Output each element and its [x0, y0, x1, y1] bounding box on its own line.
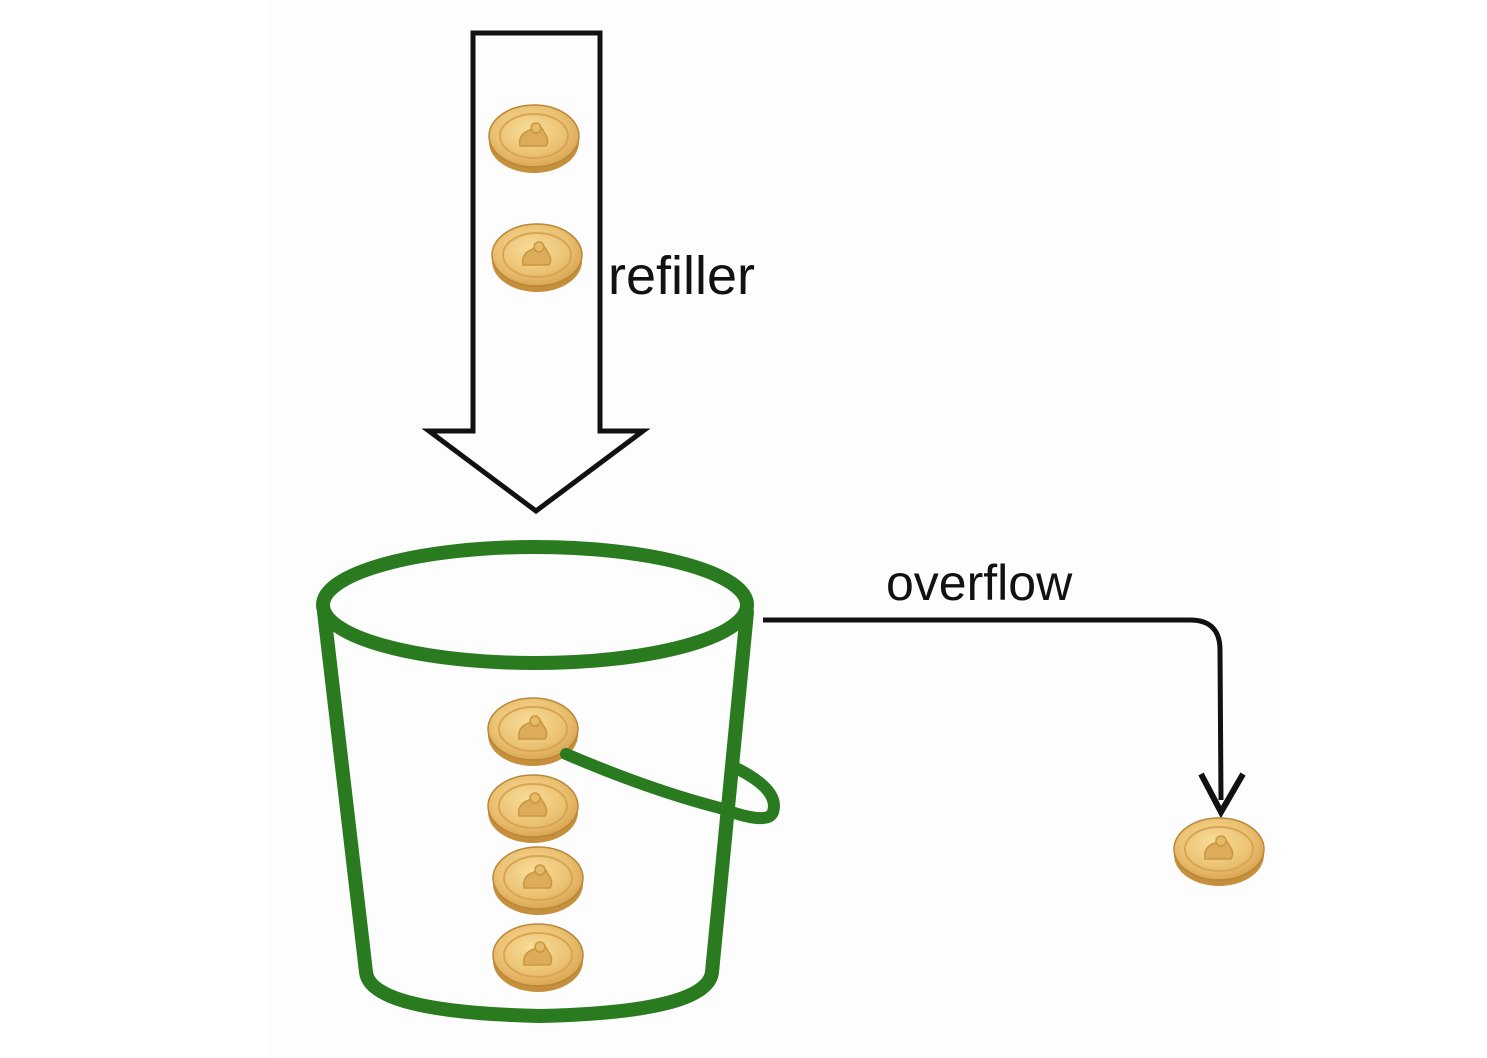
bucket-rim: [316, 540, 754, 670]
overflow-arrow: [763, 617, 1246, 819]
coin-icon: [492, 923, 584, 993]
coin-icon: [492, 846, 584, 916]
coin-icon: [487, 774, 579, 844]
refiller-arrow: [421, 30, 651, 515]
diagram-background: [270, 0, 1280, 1058]
coin-icon: [491, 223, 583, 293]
bucket-handle: [560, 748, 780, 824]
coin-icon: [488, 104, 580, 174]
bucket-coins: [487, 697, 584, 993]
refiller-label: refiller: [608, 246, 755, 306]
arrowhead-icon: [1198, 772, 1246, 819]
bucket-body: [317, 605, 754, 1023]
bucket-icon: [316, 540, 754, 1023]
falling-coins: [488, 104, 583, 293]
overflow-label: overflow: [886, 555, 1073, 611]
down-arrow-icon: [421, 30, 651, 515]
coin-icon: [1173, 817, 1265, 887]
